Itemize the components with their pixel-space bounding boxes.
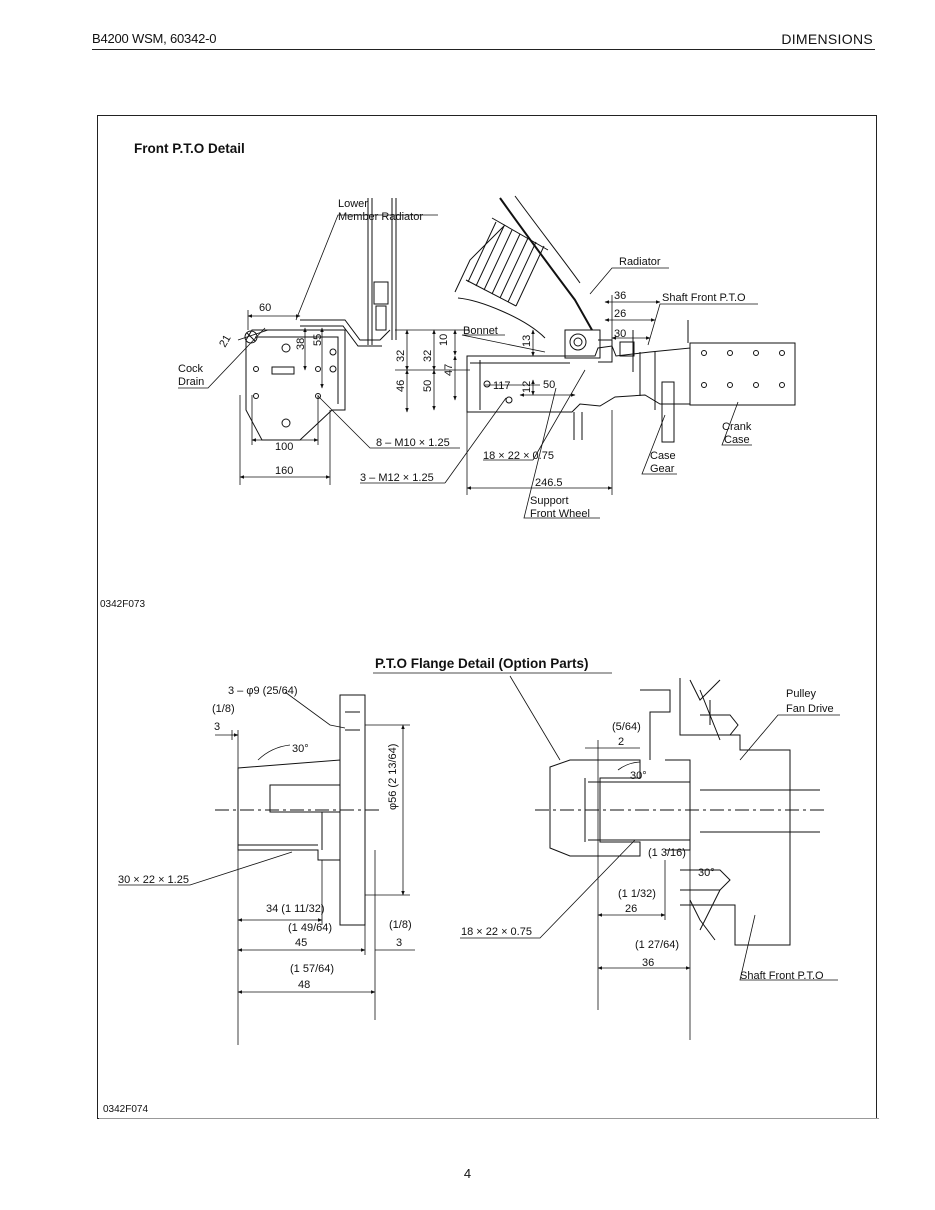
dim-frac-1-8b: (1/8) [389,919,412,931]
dim-frac-1-3-16: (1 3/16) [648,847,686,859]
label-m12-bolts: 3 – M12 × 1.25 [360,472,434,484]
label-bonnet: Bonnet [463,325,498,337]
dim-frac-1-57-64: (1 57/64) [290,963,334,975]
frame-shadow [99,1118,879,1119]
label-m10-bolts: 8 – M10 × 1.25 [376,437,450,449]
figure2-ref: 0342F074 [103,1104,148,1115]
dim-10: 10 [438,334,450,346]
radiator-shroud [454,195,593,339]
dim-46: 46 [395,380,407,392]
label-case: Case [724,434,750,446]
dim-160: 160 [275,465,293,477]
label-radiator: Radiator [619,256,661,268]
dim-117: 117 [493,380,511,392]
dim-26: 26 [614,308,626,320]
dim-2: 2 [618,736,624,748]
dim-246-5: 246.5 [535,477,563,489]
dim-38: 38 [295,338,307,350]
left-flange [215,694,380,926]
figure2-title: P.T.O Flange Detail (Option Parts) [375,656,589,671]
radiator-lower-member [300,198,397,347]
header-rule [92,49,875,50]
label-shaft-front-pto: Shaft Front P.T.O [662,292,746,304]
dim-26: 26 [625,903,637,915]
label-case-gear-2: Gear [650,463,675,475]
dim-12: 12 [521,381,533,393]
label-support: Support [530,495,569,507]
label-spline-right: 18 × 22 × 0.75 [461,926,532,938]
label-lower: Lower [338,198,368,210]
header-section-title: DIMENSIONS [781,31,873,47]
label-drain: Drain [178,376,204,388]
dim-angle-30c: 30° [698,867,715,879]
dim-50b: 50 [543,379,555,391]
page-number: 4 [463,1166,472,1181]
label-fan-drive: Fan Drive [786,703,834,715]
dim-47: 47 [443,364,455,376]
dim-100: 100 [275,441,293,453]
pto-housing [466,329,691,440]
header-doc-id: B4200 WSM, 60342-0 [92,31,217,46]
figure2-labels: 3 – φ9 (25/64) (1/8) 3 30° φ56 (2 13/64)… [118,685,834,991]
label-pulley: Pulley [786,688,816,700]
label-case-gear-1: Case [650,450,676,462]
dim-21: 21 [217,333,234,350]
dim-frac-1-27-64: (1 27/64) [635,939,679,951]
dim-36: 36 [642,957,654,969]
figure1-ref: 0342F073 [100,599,145,610]
label-shaft-front-pto-2: Shaft Front P.T.O [740,970,824,982]
dim-3b: 3 [396,937,402,949]
dim-frac-1-1-32: (1 1/32) [618,888,656,900]
dim-frac-1-49-64: (1 49/64) [288,922,332,934]
dim-48: 48 [298,979,310,991]
dim-phi56: φ56 (2 13/64) [387,744,399,810]
dim-60: 60 [259,302,271,314]
dim-30: 30 [614,328,626,340]
dim-50a: 50 [422,380,434,392]
dim-frac-5-64: (5/64) [612,721,641,733]
label-spline: 18 × 22 × 0.75 [483,450,554,462]
dim-angle-30b: 30° [630,770,647,782]
crank-case [661,320,796,443]
label-crank: Crank [722,421,752,433]
label-front-wheel: Front Wheel [530,508,590,520]
figure2-dimension-lines [118,675,840,1045]
dim-13: 13 [521,335,533,347]
figure1-dimension-values: 60 21 38 55 32 32 10 13 36 26 30 46 50 4… [217,290,626,489]
dim-55: 55 [312,334,324,346]
dim-32b: 32 [422,350,434,362]
dim-34: 34 (1 11/32) [266,903,325,915]
dim-32a: 32 [395,350,407,362]
figure1-title: Front P.T.O Detail [134,141,245,156]
dim-45: 45 [295,937,307,949]
dim-frac-1-8a: (1/8) [212,703,235,715]
label-member-radiator: Member Radiator [338,211,423,223]
label-cock: Cock [178,363,204,375]
dim-36: 36 [614,290,626,302]
dim-angle-30a: 30° [292,743,309,755]
label-holes: 3 – φ9 (25/64) [228,685,298,697]
figure1-labels: Lower Member Radiator Radiator Shaft Fro… [178,198,752,520]
label-spline-left: 30 × 22 × 1.25 [118,874,189,886]
right-pulley-assembly [535,678,825,946]
figure1-dimension-lines [178,214,758,519]
dim-3a: 3 [214,721,220,733]
